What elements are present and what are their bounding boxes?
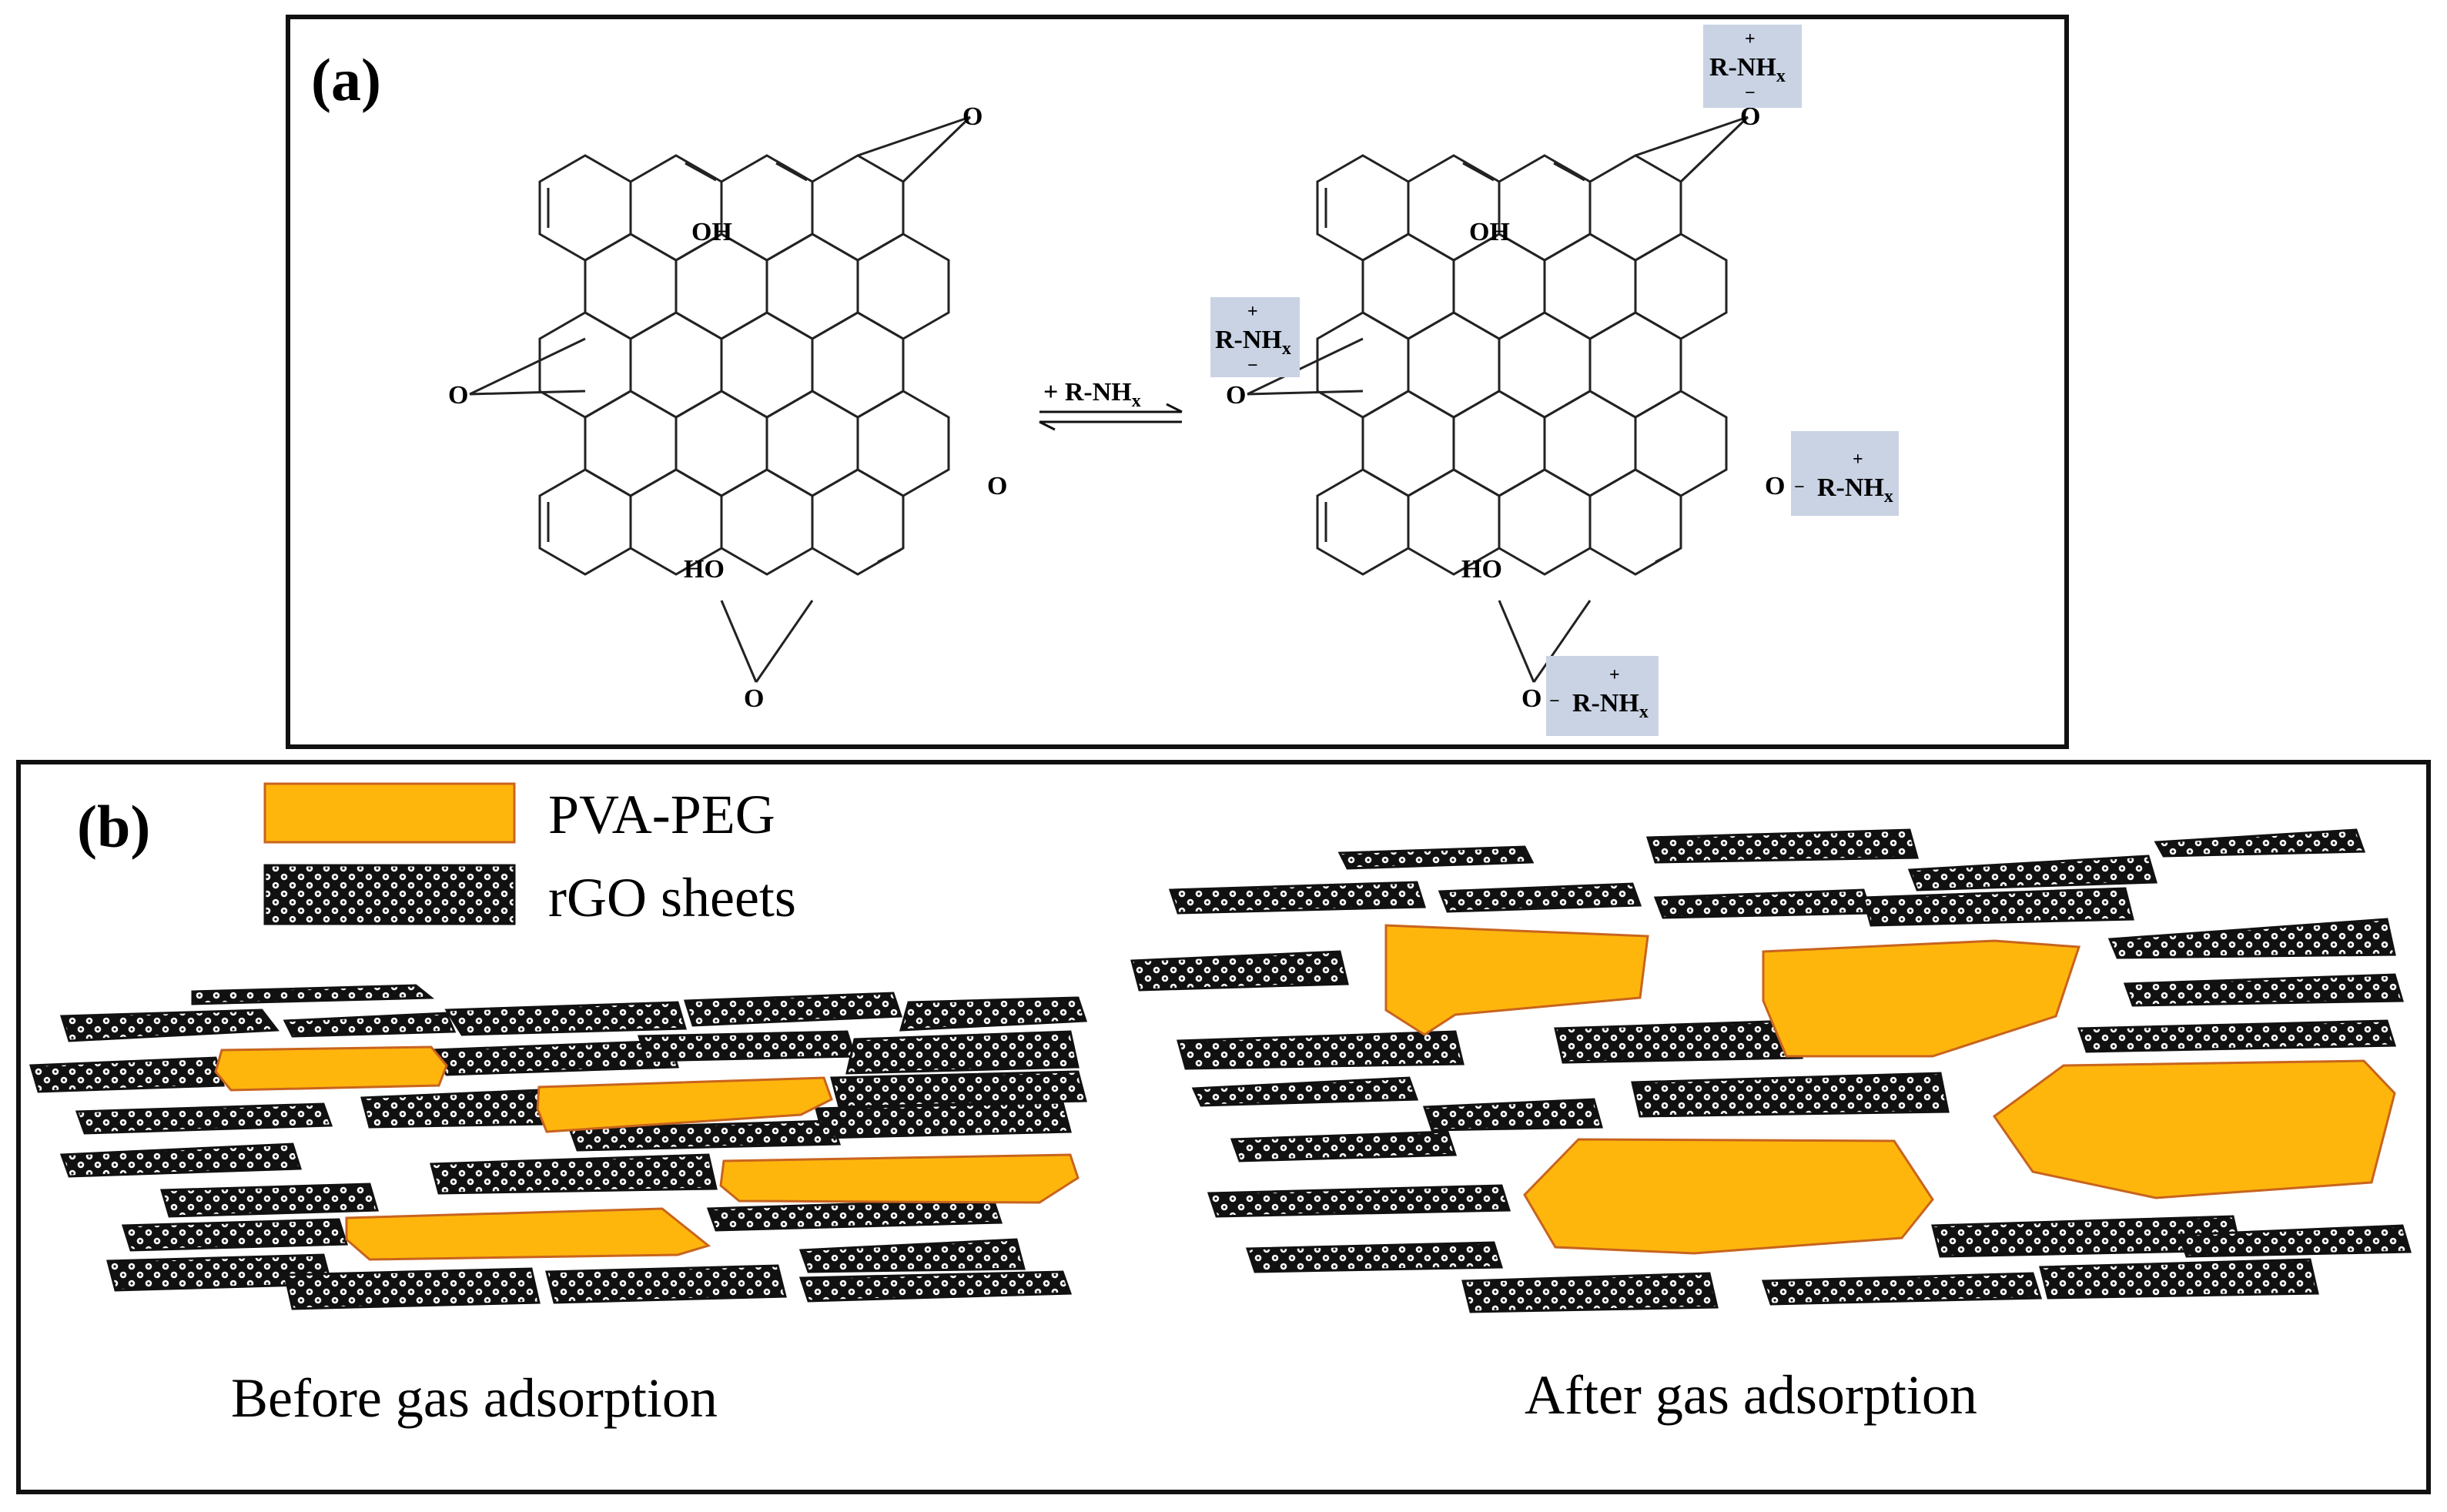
rgo-sheet — [1168, 881, 1427, 915]
rgo-sheet — [1438, 882, 1642, 913]
equilibrium-arrow: + R-NHx — [1039, 378, 1183, 431]
rgo-sheet — [1207, 1184, 1511, 1218]
panel-b: (b) PVA-PEG rGO sheets — [16, 760, 2431, 1494]
after-adsorption-stack — [1130, 828, 2412, 1313]
rgo-sheet — [798, 1270, 1073, 1303]
rgo-sheet — [567, 1119, 842, 1152]
rgo-sheet — [29, 1056, 225, 1093]
amine-label: R-NHx — [1817, 473, 1893, 507]
rgo-sheet — [1177, 1030, 1465, 1070]
pva-peg-region — [536, 1076, 833, 1133]
rgo-sheet — [545, 1264, 787, 1304]
amine-label: R-NHx — [1709, 53, 1786, 86]
rgo-sheet — [1337, 845, 1535, 870]
atom-oh: OH — [691, 218, 732, 246]
rgo-sheet — [191, 984, 435, 1005]
pva-peg-region — [214, 1045, 448, 1092]
plus-sign: + — [1609, 665, 1620, 685]
plus-sign: + — [1247, 302, 1258, 322]
rgo-sheet — [2154, 828, 2366, 858]
rgo-sheet — [2039, 1258, 2319, 1300]
minus-sign: − — [1247, 356, 1258, 376]
amine-box-right: − + R-NHx — [1791, 431, 1899, 516]
rgo-sheet — [444, 1001, 687, 1036]
rgo-sheet — [798, 1238, 1026, 1273]
legend-swatch-pva-peg — [263, 782, 516, 844]
rgo-sheet — [1907, 855, 2157, 891]
rgo-sheet — [75, 1102, 333, 1135]
pva-peg-region — [345, 1207, 711, 1261]
panel-a-label: (a) — [311, 46, 381, 113]
rgo-sheet — [1191, 1076, 1419, 1107]
rgo-sheet — [430, 1153, 718, 1195]
legend-label-pva-peg: PVA-PEG — [548, 784, 775, 845]
pva-peg-region — [1523, 1138, 1934, 1255]
rgo-sheet — [683, 992, 903, 1027]
atom-oh-2: OH — [1469, 218, 1510, 246]
panel-a: (a) — [286, 15, 2069, 749]
rgo-sheet — [815, 1101, 1072, 1139]
rgo-sheet — [2107, 918, 2396, 959]
amine-box-left: + R-NHx − — [1210, 297, 1300, 377]
plus-sign: + — [1853, 450, 1863, 470]
panel-b-label: (b) — [77, 793, 150, 860]
rgo-sheet — [59, 1142, 303, 1178]
caption-after: After gas adsorption — [1525, 1364, 1977, 1426]
plus-sign: + — [1745, 29, 1756, 49]
amine-label: R-NHx — [1572, 689, 1649, 722]
pva-peg-region — [1384, 924, 1649, 1036]
minus-sign: − — [1549, 691, 1560, 711]
graphene-oxide-left: O OH O O HO O — [448, 102, 1007, 713]
rgo-sheet — [1645, 828, 1919, 864]
rgo-sheet — [637, 1030, 857, 1062]
legend-label-rgo: rGO sheets — [548, 867, 796, 928]
rgo-sheet — [1130, 950, 1349, 992]
rgo-sheet — [1631, 1072, 1950, 1118]
atom-o-bottom-2: O — [1521, 684, 1542, 713]
rgo-sheet — [899, 996, 1088, 1032]
rgo-sheet — [360, 1089, 548, 1129]
rgo-sheet — [1245, 1241, 1504, 1273]
rgo-sheet — [1230, 1130, 1458, 1162]
rgo-sheet — [121, 1218, 349, 1252]
rgo-sheet — [2077, 1019, 2397, 1053]
amine-box-top: + R-NHx − — [1703, 25, 1802, 108]
atom-o-left: O — [448, 381, 468, 410]
rgo-sheet — [283, 1267, 541, 1310]
pva-peg-region — [719, 1153, 1080, 1204]
pva-peg-region — [1762, 939, 2081, 1058]
rgo-sheet — [1461, 1272, 1719, 1313]
arrow-label: + R-NHx — [1043, 378, 1141, 411]
caption-before: Before gas adsorption — [231, 1367, 718, 1429]
rgo-sheet — [1862, 887, 2134, 927]
legend-swatch-rgo — [263, 864, 516, 925]
rgo-sheet — [1761, 1272, 2043, 1306]
minus-sign: − — [1745, 83, 1756, 103]
atom-ho: HO — [684, 555, 725, 584]
atom-o-top-right: O — [962, 102, 982, 131]
rgo-sheet — [845, 1030, 1080, 1075]
atom-o-right-2: O — [1765, 472, 1785, 500]
pva-peg-region — [1992, 1059, 2396, 1199]
atom-o-left-2: O — [1226, 381, 1246, 410]
amine-label: R-NHx — [1215, 326, 1291, 359]
rgo-sheet — [1422, 1098, 1603, 1132]
rgo-sheet — [1554, 1019, 1803, 1064]
minus-sign: − — [1794, 477, 1805, 497]
amine-box-bottom: − + R-NHx — [1546, 656, 1659, 736]
before-adsorption-stack — [29, 984, 1088, 1310]
rgo-sheet — [160, 1183, 379, 1218]
atom-ho-2: HO — [1461, 555, 1502, 584]
atom-o-right: O — [987, 472, 1007, 500]
rgo-sheet — [2177, 1224, 2412, 1258]
rgo-sheet — [830, 1070, 1087, 1109]
rgo-sheet — [59, 1009, 280, 1042]
legend: PVA-PEG rGO sheets — [263, 782, 796, 928]
atom-o-bottom: O — [744, 684, 764, 713]
rgo-sheet — [2123, 973, 2404, 1007]
rgo-sheet — [283, 1012, 457, 1038]
panel-a-frame — [286, 15, 2069, 749]
